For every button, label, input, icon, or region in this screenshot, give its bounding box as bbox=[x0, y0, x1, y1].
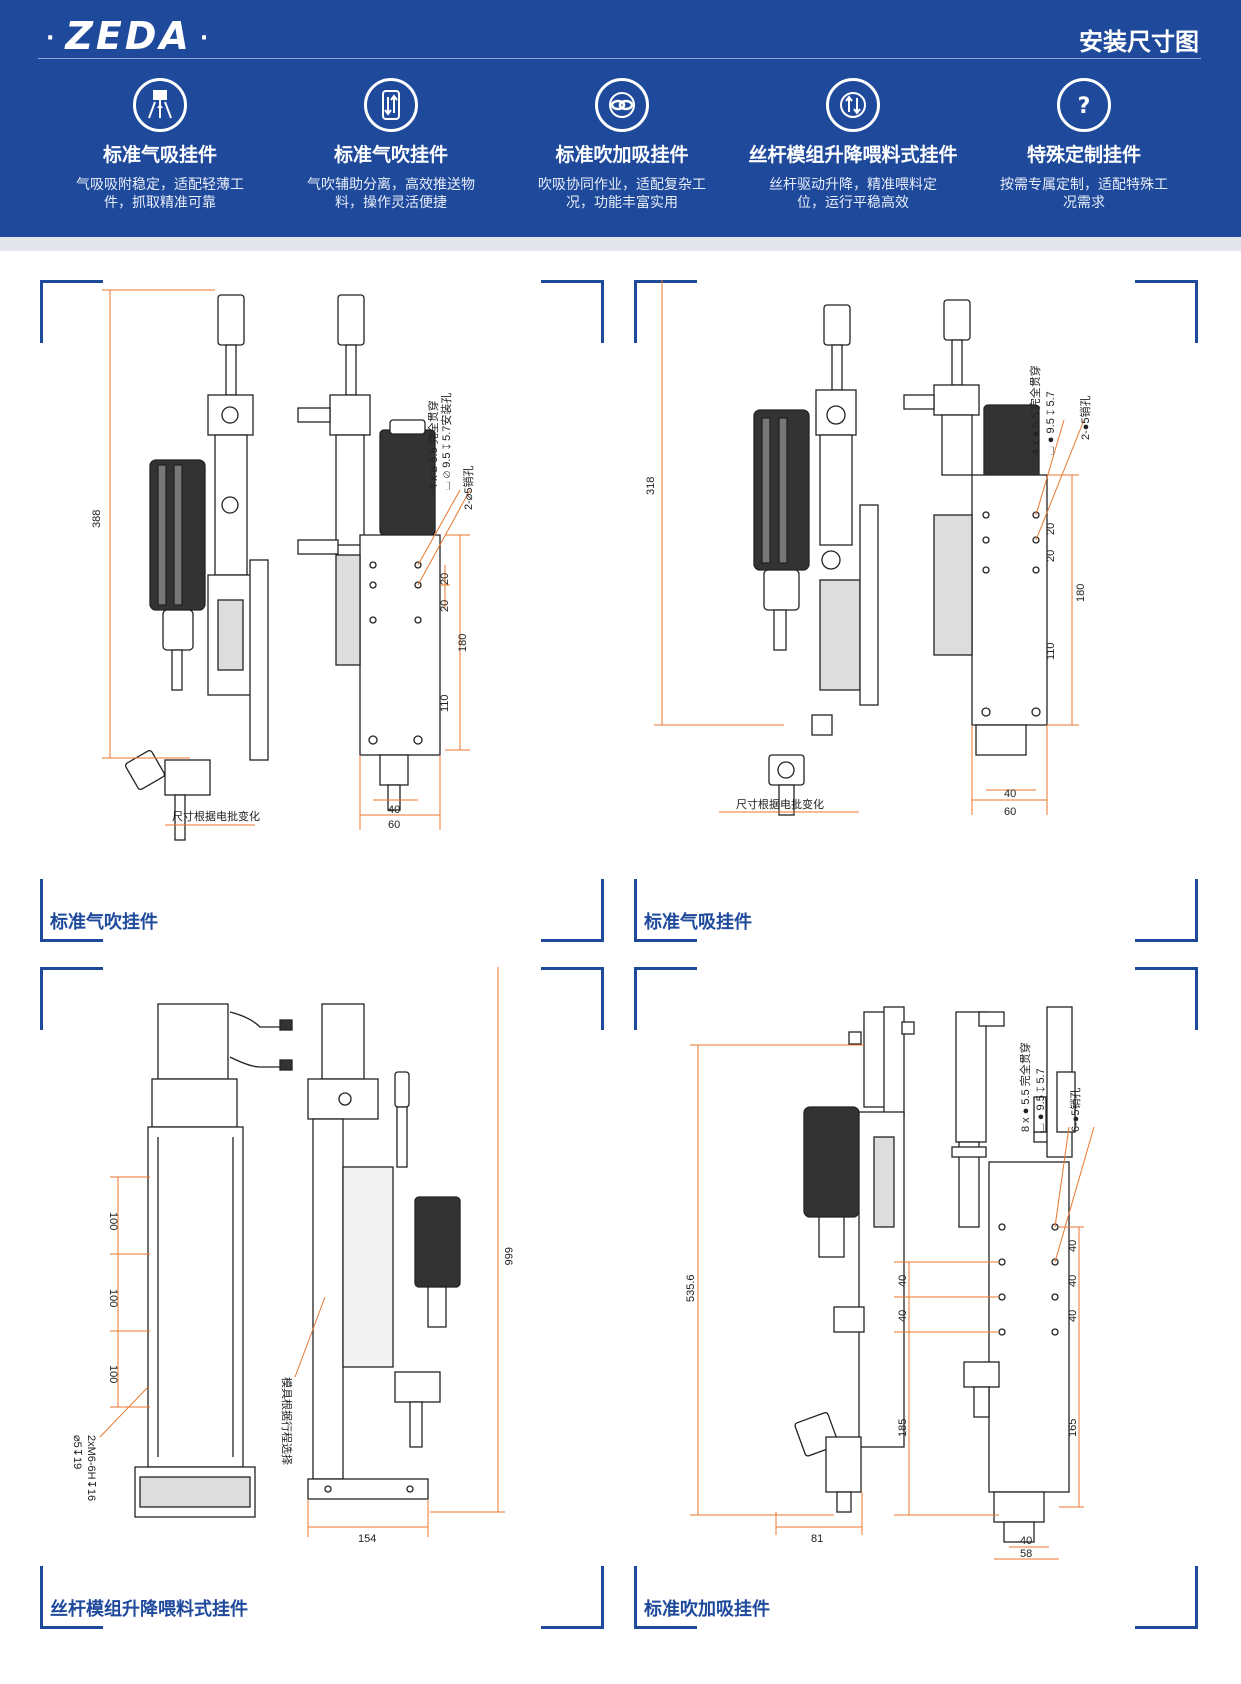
feature-title: 标准气吹挂件 bbox=[333, 145, 448, 166]
feature-lift: 丝杆模组升降喂料式挂件 丝杆驱动升降，精准喂料定位，运行平稳高效 bbox=[738, 78, 968, 211]
dim-height: 535.6 bbox=[685, 1274, 697, 1302]
link-icon bbox=[595, 78, 649, 132]
dim-100: 100 bbox=[107, 1212, 119, 1230]
panel-label: 标准吹加吸挂件 bbox=[644, 1599, 770, 1619]
dim-110: 110 bbox=[1045, 642, 1057, 660]
dim-185: 185 bbox=[897, 1419, 909, 1437]
feature-desc: 丝杆驱动升降，精准喂料定位，运行平稳高效 bbox=[769, 176, 937, 210]
dim-40: 40 bbox=[1004, 788, 1016, 800]
hole-note: 8 x ● 5.5 完全贯穿 bbox=[1018, 1042, 1032, 1132]
dim-40: 40 bbox=[897, 1275, 909, 1287]
dim-20: 20 bbox=[439, 573, 451, 585]
dim-58: 58 bbox=[1020, 1548, 1032, 1560]
feature-title: 丝杆模组升降喂料式挂件 bbox=[748, 145, 958, 166]
dim-180: 180 bbox=[1075, 584, 1087, 602]
hole-note: ⌴ ⌀ 9.5 ↧ 5.7安装孔 bbox=[439, 393, 453, 490]
dim-100: 100 bbox=[107, 1365, 119, 1383]
dim-20: 20 bbox=[439, 600, 451, 612]
dim-40: 40 bbox=[388, 804, 400, 816]
dim-180: 180 bbox=[457, 634, 469, 652]
dim-20: 20 bbox=[1045, 550, 1057, 562]
dim-60: 60 bbox=[1004, 806, 1016, 818]
feature-desc: 气吸吸附稳定，适配轻薄工件，抓取精准可靠 bbox=[76, 176, 244, 210]
dim-40: 40 bbox=[1067, 1275, 1079, 1287]
page-title: 安装尺寸图 bbox=[1079, 29, 1199, 56]
question-icon: ? bbox=[1057, 78, 1111, 132]
hole-note: ⌴ ● 9.5 ↧ 5.7 bbox=[1035, 1068, 1047, 1132]
screw-note: 尺寸根据电批变化 bbox=[172, 809, 260, 823]
dim-20: 20 bbox=[1045, 523, 1057, 535]
hole-note: 4 x ● 5.5 完全贯穿 bbox=[1028, 365, 1042, 455]
header-banner: ·ZEDA· 安装尺寸图 标准气吸挂件 气吸吸附稳定，适配轻薄工件，抓取精准可靠… bbox=[0, 0, 1241, 237]
hole-note: 4 x ⌀ 5.5 完全贯穿 bbox=[426, 400, 440, 490]
panel-label: 标准气吹挂件 bbox=[50, 912, 158, 932]
header-divider bbox=[38, 58, 1201, 59]
technical-drawing: 535.6 8 x ● 5.5 完全贯穿 ⌴ ● 9.5 ↧ 5.7 6-●5销… bbox=[685, 1006, 1095, 1560]
pin-note: 2-⌀5销孔 bbox=[461, 465, 475, 510]
stroke-note: 模具根据行程选择 bbox=[280, 1377, 294, 1465]
feature-desc: 按需专属定制，适配特殊工况需求 bbox=[1000, 176, 1168, 210]
brand-logo: ·ZEDA· bbox=[46, 14, 212, 58]
dim-height: 388 bbox=[91, 510, 103, 528]
feature-air-blow: 标准气吹挂件 气吹辅助分离，高效推送物料，操作灵活便捷 bbox=[276, 78, 506, 211]
panel-label: 标准气吸挂件 bbox=[644, 912, 752, 932]
dim-40: 40 bbox=[1067, 1240, 1079, 1252]
screw-note: 尺寸根据电批变化 bbox=[736, 797, 824, 811]
dim-40: 40 bbox=[1067, 1310, 1079, 1322]
feature-desc: 吹吸协同作业，适配复杂工况，功能丰富实用 bbox=[538, 176, 706, 210]
technical-drawing: 388 尺寸根据电批变化 4 x ⌀ 5.5 完全贯穿 ⌴ ⌀ 9.5 ↧ 5.… bbox=[91, 289, 475, 841]
thread-note: 2xM6-6H↧16 bbox=[85, 1435, 97, 1501]
svg-text:?: ? bbox=[1078, 94, 1091, 119]
thread-note: ⌀5↧19 bbox=[71, 1435, 83, 1469]
dim-height: 666 bbox=[502, 1247, 514, 1265]
feature-desc: 气吹辅助分离，高效推送物料，操作灵活便捷 bbox=[307, 176, 475, 210]
dim-100: 100 bbox=[107, 1289, 119, 1307]
dim-110: 110 bbox=[439, 694, 451, 712]
feature-title: 标准气吸挂件 bbox=[102, 145, 217, 166]
drawing-panel-vacuum: 318 尺寸根据电批变化 4 x ● 5.5 完全贯穿 ⌴ ● 9.5 ↧ 5.… bbox=[634, 280, 1198, 942]
panel-label: 丝杆模组升降喂料式挂件 bbox=[50, 1599, 248, 1619]
technical-drawing: 318 尺寸根据电批变化 4 x ● 5.5 完全贯穿 ⌴ ● 9.5 ↧ 5.… bbox=[645, 280, 1092, 818]
drawing-panel-air-blow: 388 尺寸根据电批变化 4 x ⌀ 5.5 完全贯穿 ⌴ ⌀ 9.5 ↧ 5.… bbox=[40, 280, 604, 942]
technical-drawing: 100 100 100 2xM6-6H↧16 ⌀5↧19 模具根据行程选择 66… bbox=[71, 967, 514, 1545]
header-strip bbox=[0, 237, 1241, 251]
drawing-panel-lift: 100 100 100 2xM6-6H↧16 ⌀5↧19 模具根据行程选择 66… bbox=[40, 967, 604, 1629]
dim-154: 154 bbox=[358, 1533, 376, 1545]
dim-60: 60 bbox=[388, 819, 400, 831]
feature-vacuum: 标准气吸挂件 气吸吸附稳定，适配轻薄工件，抓取精准可靠 bbox=[45, 78, 275, 211]
dim-40: 40 bbox=[1020, 1535, 1032, 1547]
air-blow-icon bbox=[364, 78, 418, 132]
drawing-panel-blow-vacuum: 535.6 8 x ● 5.5 完全贯穿 ⌴ ● 9.5 ↧ 5.7 6-●5销… bbox=[634, 967, 1198, 1629]
pin-note: 6-●5销孔 bbox=[1068, 1087, 1082, 1132]
feature-title: 标准吹加吸挂件 bbox=[555, 145, 689, 166]
dim-height: 318 bbox=[645, 477, 657, 495]
feature-custom: ? 特殊定制挂件 按需专属定制，适配特殊工况需求 bbox=[969, 78, 1199, 211]
dim-81: 81 bbox=[811, 1533, 823, 1545]
feature-title: 特殊定制挂件 bbox=[1026, 145, 1141, 166]
dim-165: 165 bbox=[1067, 1419, 1079, 1437]
hole-note: ⌴ ● 9.5 ↧ 5.7 bbox=[1045, 391, 1057, 455]
lift-icon bbox=[826, 78, 880, 132]
vacuum-icon bbox=[133, 78, 187, 132]
pin-note: 2-●5销孔 bbox=[1078, 395, 1092, 440]
feature-blow-vacuum: 标准吹加吸挂件 吹吸协同作业，适配复杂工况，功能丰富实用 bbox=[507, 78, 737, 211]
dim-40: 40 bbox=[897, 1310, 909, 1322]
